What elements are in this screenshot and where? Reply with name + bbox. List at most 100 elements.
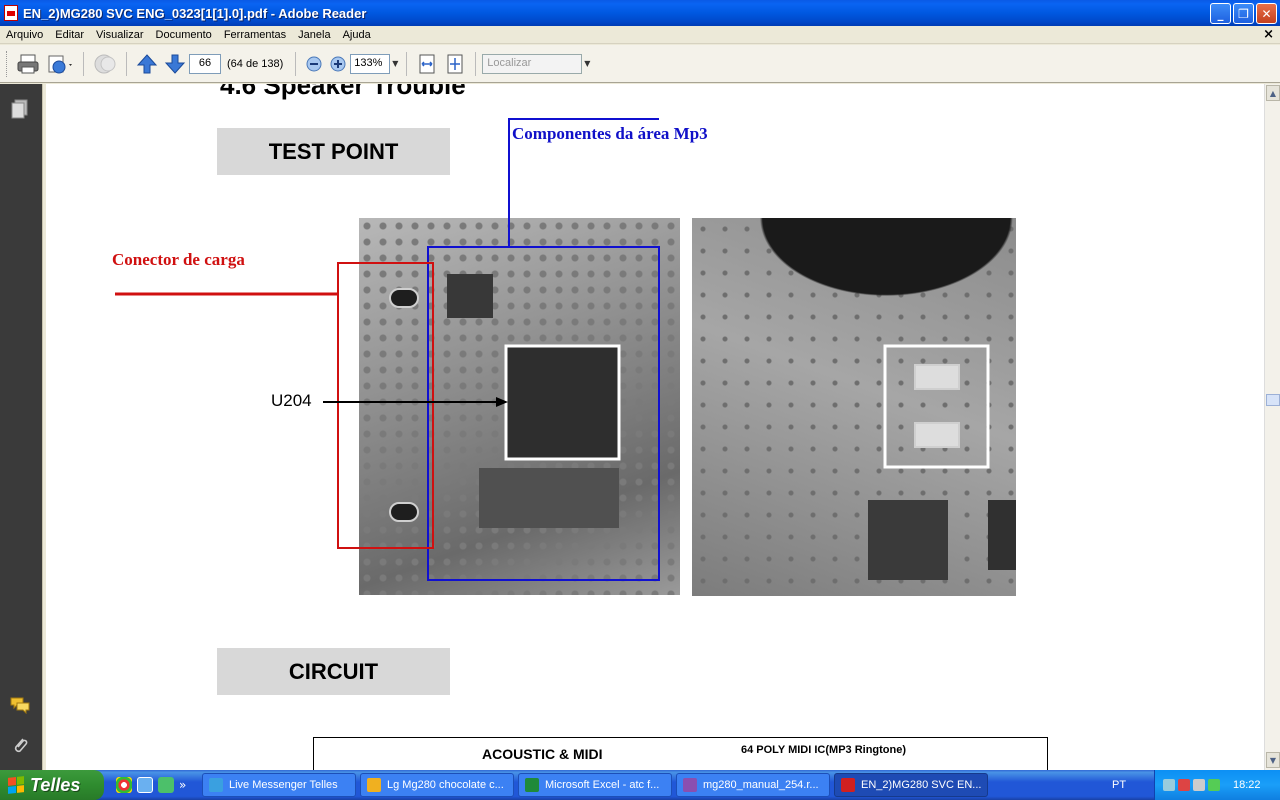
task-chrome[interactable]: Lg Mg280 chocolate c... — [360, 773, 514, 797]
menu-arquivo[interactable]: Arquivo — [6, 28, 44, 41]
security-icon[interactable] — [1208, 779, 1220, 791]
pane-splitter[interactable] — [42, 84, 46, 770]
arrow-down-icon — [164, 54, 186, 74]
zoom-in-icon — [330, 56, 346, 71]
section-test-point: TEST POINT — [217, 128, 450, 175]
page-number-input[interactable]: 66 — [189, 53, 221, 74]
zoom-out-button[interactable] — [305, 51, 323, 77]
page-count-label: (64 de 138) — [227, 57, 284, 70]
annotation-overlay — [115, 118, 990, 581]
toolbar-separator — [475, 51, 477, 76]
toolbar-separator — [295, 51, 297, 76]
menu-visualizar[interactable]: Visualizar — [96, 28, 144, 41]
pcb-component — [868, 500, 948, 580]
archive-icon — [683, 778, 697, 792]
excel-icon — [525, 778, 539, 792]
network-error-icon[interactable] — [1178, 779, 1190, 791]
share-document-icon — [48, 55, 72, 73]
system-tray: 18:22 — [1154, 770, 1280, 800]
quick-launch-more[interactable]: » — [179, 778, 187, 792]
menu-bar: Arquivo Editar Visualizar Documento Ferr… — [0, 26, 1280, 44]
clock: 18:22 — [1233, 779, 1261, 791]
section-circuit: CIRCUIT — [217, 648, 450, 695]
toolbar-separator — [83, 51, 84, 76]
document-viewport[interactable]: 4.6 Speaker Trouble TEST POINT Component… — [46, 84, 1264, 770]
toolbar-grip[interactable] — [6, 50, 9, 77]
pcb-component — [479, 468, 619, 528]
scroll-up-button[interactable]: ▲ — [1266, 85, 1280, 101]
pcb-shadow — [692, 218, 1016, 338]
u204-arrowhead — [496, 397, 508, 407]
table-title: ACOUSTIC & MIDI — [482, 746, 603, 762]
vertical-scrollbar[interactable]: ▲ ▼ — [1264, 84, 1280, 770]
zoom-level-input[interactable]: 133% — [350, 53, 391, 74]
chrome-icon — [367, 778, 381, 792]
chrome-icon[interactable] — [116, 777, 132, 793]
charger-pad — [389, 502, 419, 522]
scroll-down-button[interactable]: ▼ — [1266, 752, 1280, 768]
window-title: EN_2)MG280 SVC ENG_0323[1[1].0].pdf - Ad… — [23, 5, 367, 21]
close-button[interactable]: ✕ — [1256, 3, 1277, 24]
quick-launch: » — [116, 777, 202, 793]
pcb-component — [447, 274, 493, 318]
connector-box — [337, 262, 434, 549]
maximize-button[interactable]: ❐ — [1233, 3, 1254, 24]
hand-tool-button[interactable] — [93, 51, 117, 77]
pages-panel-icon[interactable] — [9, 98, 31, 120]
test-point-highlight-box — [883, 344, 990, 469]
find-dropdown-icon[interactable]: ▼ — [584, 59, 591, 68]
pcb-photo-mp3-area — [359, 218, 680, 595]
comments-panel-icon[interactable] — [9, 694, 31, 716]
pcb-component — [988, 500, 1016, 570]
fit-page-button[interactable] — [444, 51, 466, 77]
task-winrar[interactable]: mg280_manual_254.r... — [676, 773, 830, 797]
pcb-photo-test-points — [692, 218, 1016, 596]
ie-icon[interactable] — [137, 777, 153, 793]
collaborate-icon — [94, 54, 116, 73]
window-controls: _ ❐ ✕ — [1210, 3, 1277, 24]
arrow-up-icon — [136, 53, 158, 73]
attachments-panel-icon[interactable] — [9, 734, 31, 756]
task-adobe-reader[interactable]: EN_2)MG280 SVC EN... — [834, 773, 988, 797]
print-button[interactable] — [16, 51, 40, 77]
page-heading: 4.6 Speaker Trouble — [220, 84, 466, 100]
menu-ajuda[interactable]: Ajuda — [342, 28, 371, 41]
start-label: Telles — [30, 774, 81, 795]
menu-editar[interactable]: Editar — [55, 28, 85, 41]
test-point-pad — [914, 364, 960, 390]
printer-icon — [17, 54, 39, 73]
next-page-button[interactable] — [164, 51, 186, 77]
zoom-in-button[interactable] — [329, 51, 347, 77]
fit-width-icon — [419, 54, 435, 73]
close-document-button[interactable]: × — [1263, 27, 1274, 42]
previous-page-button[interactable] — [136, 51, 158, 77]
zoom-dropdown-icon[interactable]: ▼ — [392, 59, 399, 68]
pdf-icon — [841, 778, 855, 792]
messenger-icon — [209, 778, 223, 792]
fit-width-button[interactable] — [416, 51, 438, 77]
menu-ferramentas[interactable]: Ferramentas — [223, 28, 287, 41]
charger-connector-annotation: Conector de carga — [112, 250, 245, 269]
scroll-thumb[interactable] — [1266, 394, 1280, 406]
start-button[interactable]: Telles — [0, 770, 104, 800]
network-icon[interactable] — [1163, 779, 1175, 791]
test-point-pad — [914, 422, 960, 448]
task-excel[interactable]: Microsoft Excel - atc f... — [518, 773, 672, 797]
taskbar: Telles » Live Messenger Telles Lg Mg280 … — [0, 770, 1280, 800]
menu-documento[interactable]: Documento — [155, 28, 212, 41]
language-indicator[interactable]: PT — [1112, 779, 1127, 791]
find-input[interactable]: Localizar — [482, 53, 583, 74]
email-button[interactable] — [46, 51, 74, 77]
u204-chip — [507, 346, 619, 460]
circuit-table: ACOUSTIC & MIDI 64 POLY MIDI IC(MP3 Ring… — [313, 737, 1048, 770]
speaker-icon[interactable] — [1193, 779, 1205, 791]
fit-page-icon — [447, 54, 463, 73]
adobe-reader-icon — [4, 5, 18, 21]
task-live-messenger[interactable]: Live Messenger Telles — [202, 773, 356, 797]
messenger-icon[interactable] — [158, 777, 174, 793]
zoom-out-icon — [306, 56, 322, 71]
menu-janela[interactable]: Janela — [298, 28, 331, 41]
table-subtitle: 64 POLY MIDI IC(MP3 Ringtone) — [741, 744, 907, 756]
charger-pad — [389, 288, 419, 308]
minimize-button[interactable]: _ — [1210, 3, 1231, 24]
